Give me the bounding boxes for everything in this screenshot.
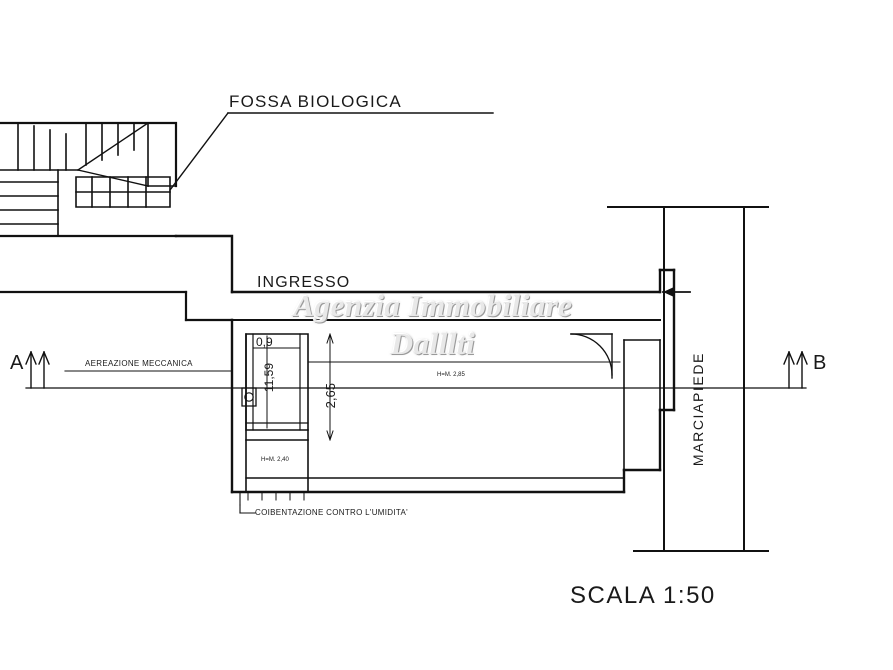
dimension-room-depth: 2,65 (323, 383, 338, 409)
label-height-main: H=M. 2,85 (437, 372, 465, 378)
staircase-block (0, 121, 178, 238)
building-outline (0, 234, 676, 494)
coibentazione-leader (239, 491, 256, 514)
label-coibentazione: COIBENTAZIONE CONTRO L'UMIDITA' (255, 508, 408, 517)
dimension-door-width: 0,9 (256, 335, 273, 349)
label-height-service: H=M. 2,40 (261, 457, 289, 463)
label-ingresso: INGRESSO (257, 274, 351, 291)
dimension-lines (252, 333, 621, 441)
label-section-b: B (813, 352, 827, 374)
label-section-a: A (10, 352, 24, 374)
sidewalk-band (607, 206, 769, 552)
label-aereazione-meccanica: AEREAZIONE MECCANICA (85, 359, 193, 368)
label-fossa-biologica: FOSSA BIOLOGICA (229, 92, 402, 111)
section-line-ab (25, 351, 808, 389)
service-room (241, 333, 309, 493)
entry-arrow (662, 287, 691, 297)
label-scale: SCALA 1:50 (570, 582, 716, 609)
door-swing (570, 333, 613, 379)
insulation-hatch (247, 491, 305, 501)
label-marciapiede: MARCIAPIEDE (690, 352, 706, 467)
dimension-room-length: 11,59 (262, 363, 276, 393)
fossa-leader-line (169, 112, 494, 191)
